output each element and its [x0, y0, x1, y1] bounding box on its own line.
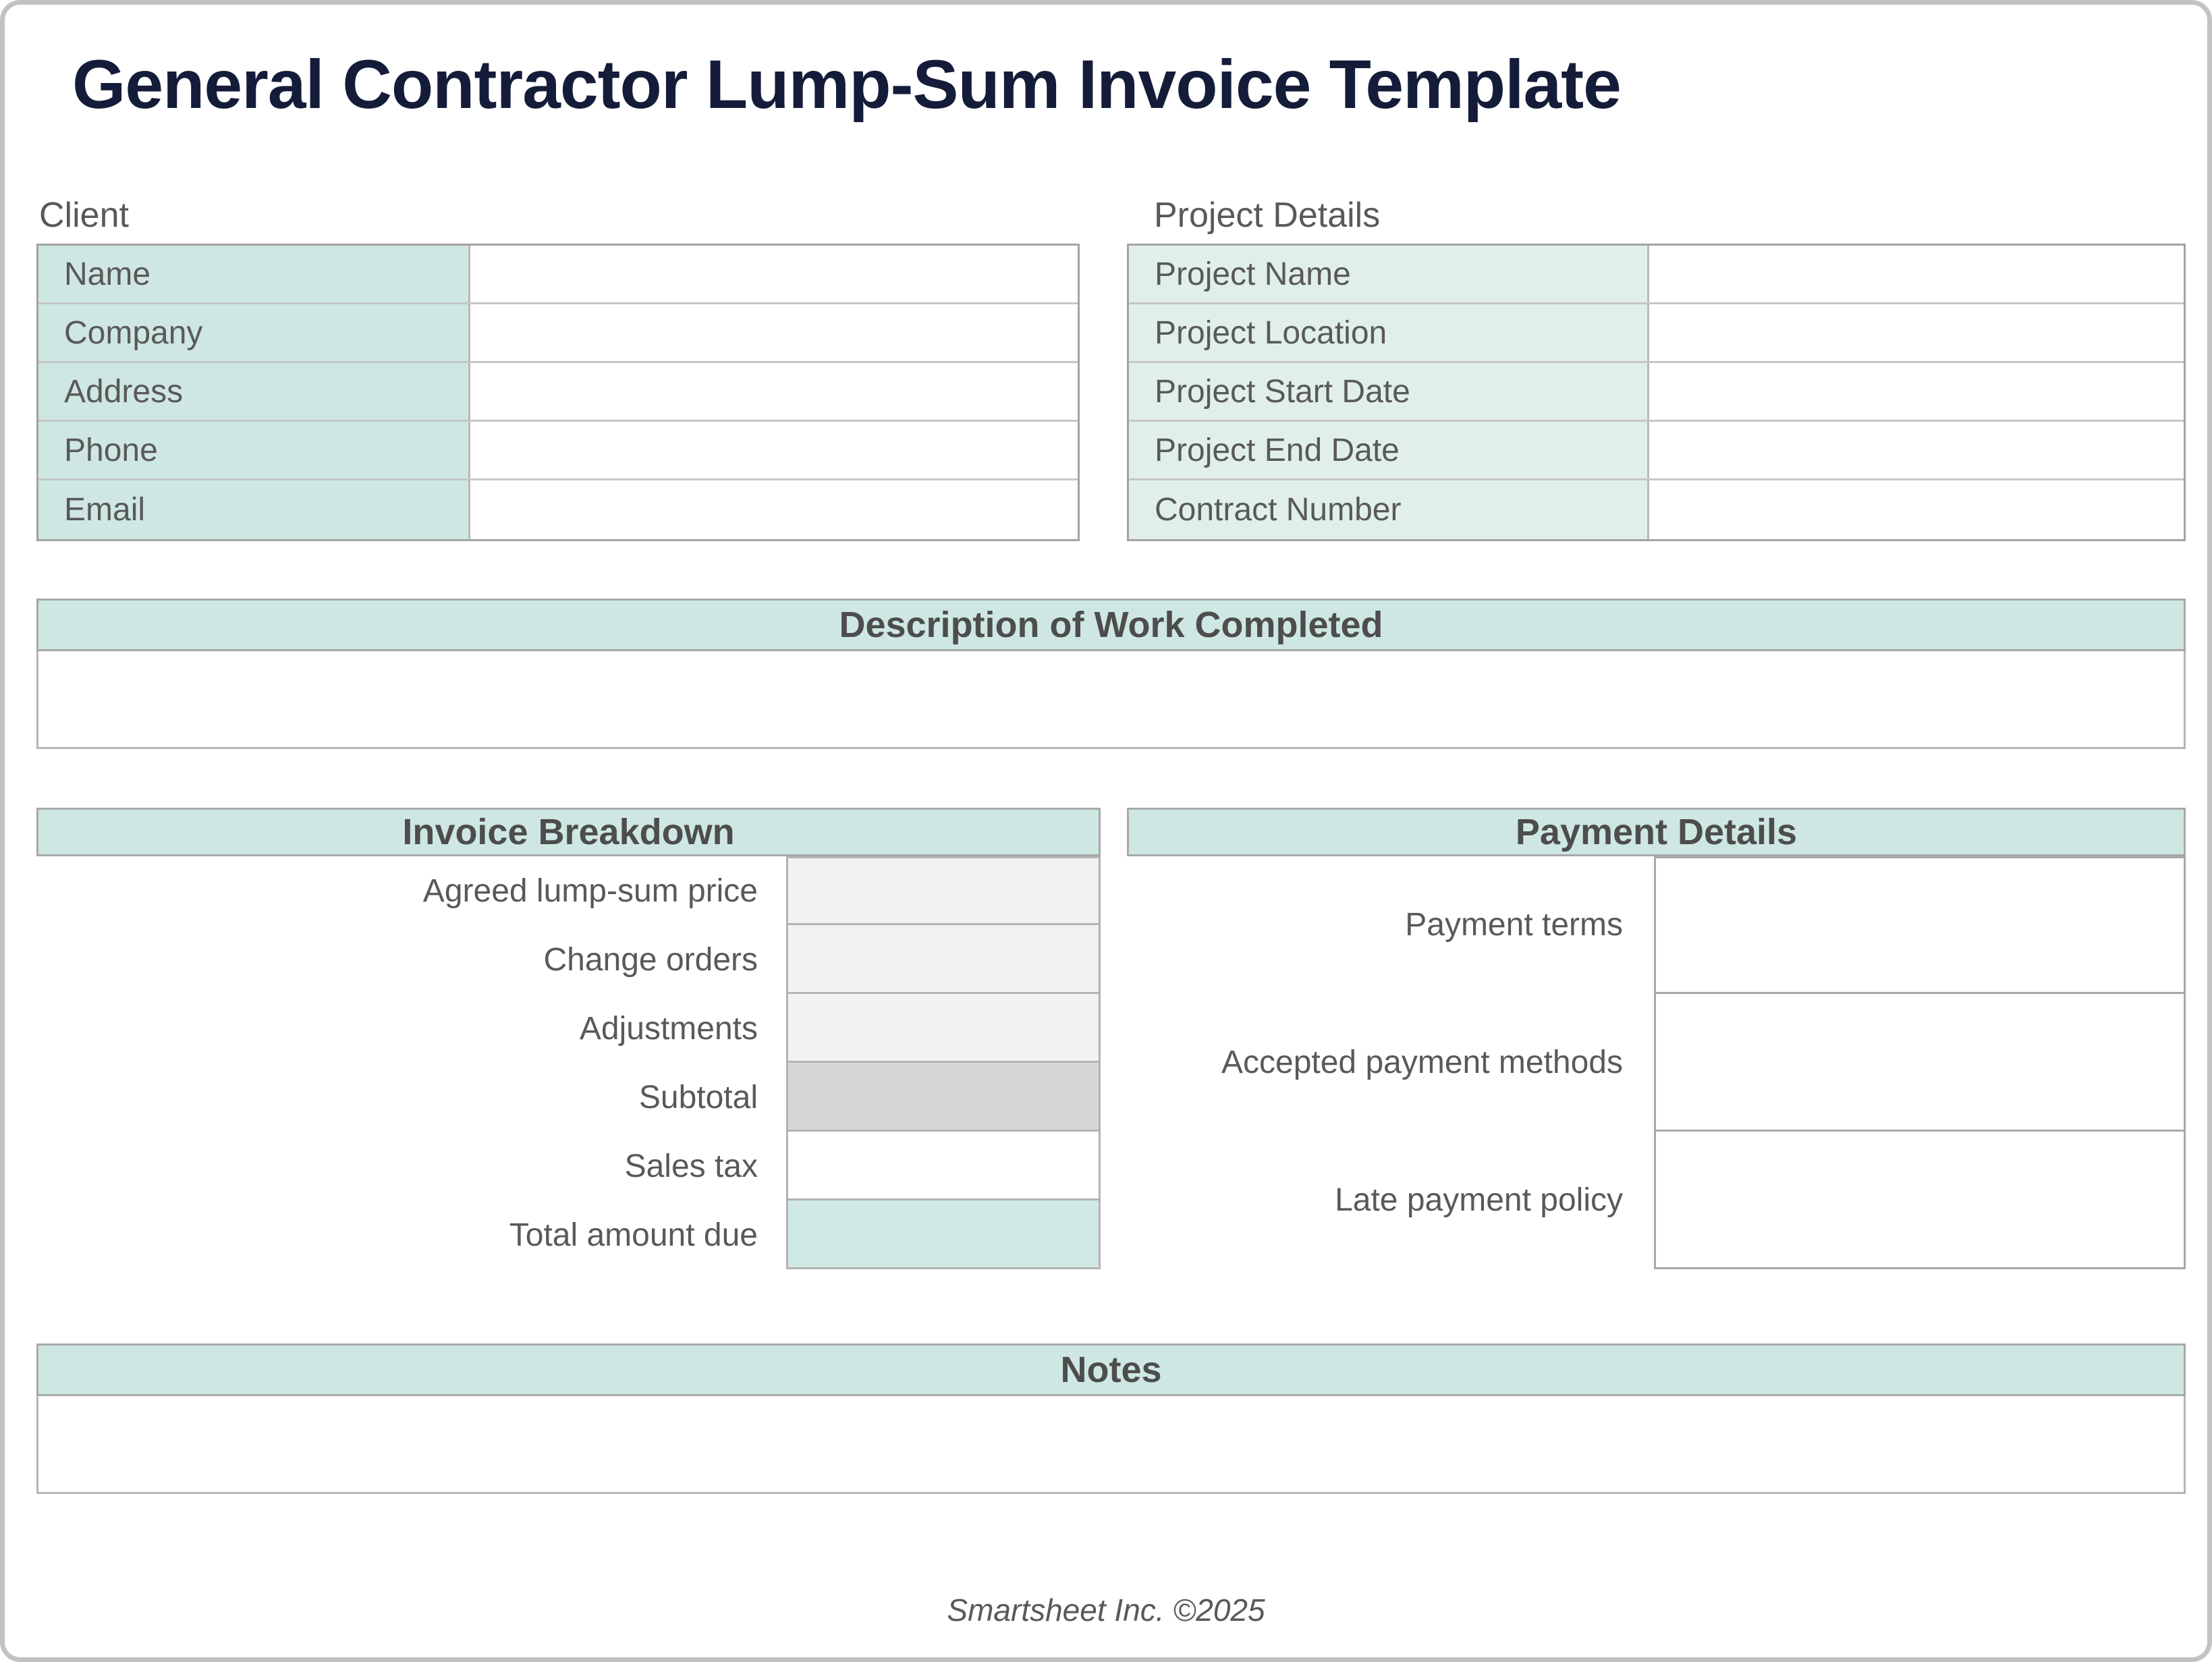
client-address-field[interactable]	[470, 363, 1078, 420]
client-name-field[interactable]	[470, 246, 1078, 302]
accepted-payment-methods-field[interactable]	[1654, 994, 2186, 1132]
client-company-label: Company	[38, 304, 470, 361]
agreed-lump-sum-price-field[interactable]	[786, 856, 1101, 925]
project-details-section: Project Details Project Name Project Loc…	[1127, 198, 2186, 541]
table-row: Total amount due	[36, 1200, 1101, 1269]
client-phone-label: Phone	[38, 422, 470, 478]
sales-tax-label: Sales tax	[624, 1148, 758, 1184]
invoice-breakdown-section: Invoice Breakdown Agreed lump-sum price …	[36, 808, 1101, 1269]
table-row: Late payment policy	[1127, 1132, 2186, 1269]
change-orders-field[interactable]	[786, 925, 1101, 994]
accepted-payment-methods-label: Accepted payment methods	[1221, 1044, 1623, 1080]
payment-details-section: Payment Details Payment terms Accepted p…	[1127, 808, 2186, 1269]
invoice-breakdown-rows: Agreed lump-sum price Change orders Adju…	[36, 856, 1101, 1269]
client-section: Client Name Company Address Phone Email	[36, 198, 1080, 541]
project-location-field[interactable]	[1649, 304, 2184, 361]
client-name-label: Name	[38, 246, 470, 302]
project-details-table: Project Name Project Location Project St…	[1127, 244, 2186, 541]
payment-terms-label: Payment terms	[1405, 906, 1623, 943]
table-row: Adjustments	[36, 994, 1101, 1063]
late-payment-policy-field[interactable]	[1654, 1132, 2186, 1269]
project-end-date-field[interactable]	[1649, 422, 2184, 478]
page-title: General Contractor Lump-Sum Invoice Temp…	[72, 46, 1622, 123]
table-row: Project End Date	[1129, 422, 2184, 480]
table-row: Change orders	[36, 925, 1101, 994]
project-end-date-label: Project End Date	[1129, 422, 1649, 478]
client-email-field[interactable]	[470, 480, 1078, 539]
project-name-label: Project Name	[1129, 246, 1649, 302]
client-heading: Client	[39, 196, 129, 235]
late-payment-policy-label: Late payment policy	[1335, 1182, 1623, 1218]
contract-number-label: Contract Number	[1129, 480, 1649, 539]
client-phone-field[interactable]	[470, 422, 1078, 478]
table-row: Address	[38, 363, 1078, 422]
table-row: Email	[38, 480, 1078, 539]
table-row: Contract Number	[1129, 480, 2184, 539]
description-section: Description of Work Completed	[36, 599, 2186, 749]
table-row: Project Start Date	[1129, 363, 2184, 422]
project-start-date-label: Project Start Date	[1129, 363, 1649, 420]
subtotal-label: Subtotal	[638, 1079, 758, 1115]
change-orders-label: Change orders	[543, 941, 758, 978]
notes-textarea[interactable]	[36, 1396, 2186, 1494]
footer-copyright: Smartsheet Inc. ©2025	[947, 1592, 1265, 1628]
sales-tax-field[interactable]	[786, 1132, 1101, 1200]
table-row: Accepted payment methods	[1127, 994, 2186, 1132]
client-table: Name Company Address Phone Email	[36, 244, 1080, 541]
subtotal-field[interactable]	[786, 1063, 1101, 1132]
project-details-heading: Project Details	[1154, 196, 1381, 235]
table-row: Agreed lump-sum price	[36, 856, 1101, 925]
table-row: Project Name	[1129, 246, 2184, 304]
project-location-label: Project Location	[1129, 304, 1649, 361]
client-email-label: Email	[38, 480, 470, 539]
project-start-date-field[interactable]	[1649, 363, 2184, 420]
table-row: Phone	[38, 422, 1078, 480]
adjustments-field[interactable]	[786, 994, 1101, 1063]
table-row: Subtotal	[36, 1063, 1101, 1132]
description-textarea[interactable]	[36, 651, 2186, 749]
table-row: Name	[38, 246, 1078, 304]
project-name-field[interactable]	[1649, 246, 2184, 302]
table-row: Payment terms	[1127, 856, 2186, 994]
payment-terms-field[interactable]	[1654, 856, 2186, 994]
client-address-label: Address	[38, 363, 470, 420]
total-amount-due-field[interactable]	[786, 1200, 1101, 1269]
adjustments-label: Adjustments	[579, 1010, 758, 1047]
notes-header: Notes	[36, 1344, 2186, 1396]
contract-number-field[interactable]	[1649, 480, 2184, 539]
payment-details-header: Payment Details	[1127, 808, 2186, 856]
payment-details-rows: Payment terms Accepted payment methods L…	[1127, 856, 2186, 1269]
agreed-lump-sum-price-label: Agreed lump-sum price	[422, 872, 758, 909]
table-row: Project Location	[1129, 304, 2184, 363]
client-company-field[interactable]	[470, 304, 1078, 361]
notes-section: Notes	[36, 1344, 2186, 1494]
description-header: Description of Work Completed	[36, 599, 2186, 651]
invoice-breakdown-header: Invoice Breakdown	[36, 808, 1101, 856]
total-amount-due-label: Total amount due	[509, 1217, 758, 1253]
table-row: Company	[38, 304, 1078, 363]
table-row: Sales tax	[36, 1132, 1101, 1200]
